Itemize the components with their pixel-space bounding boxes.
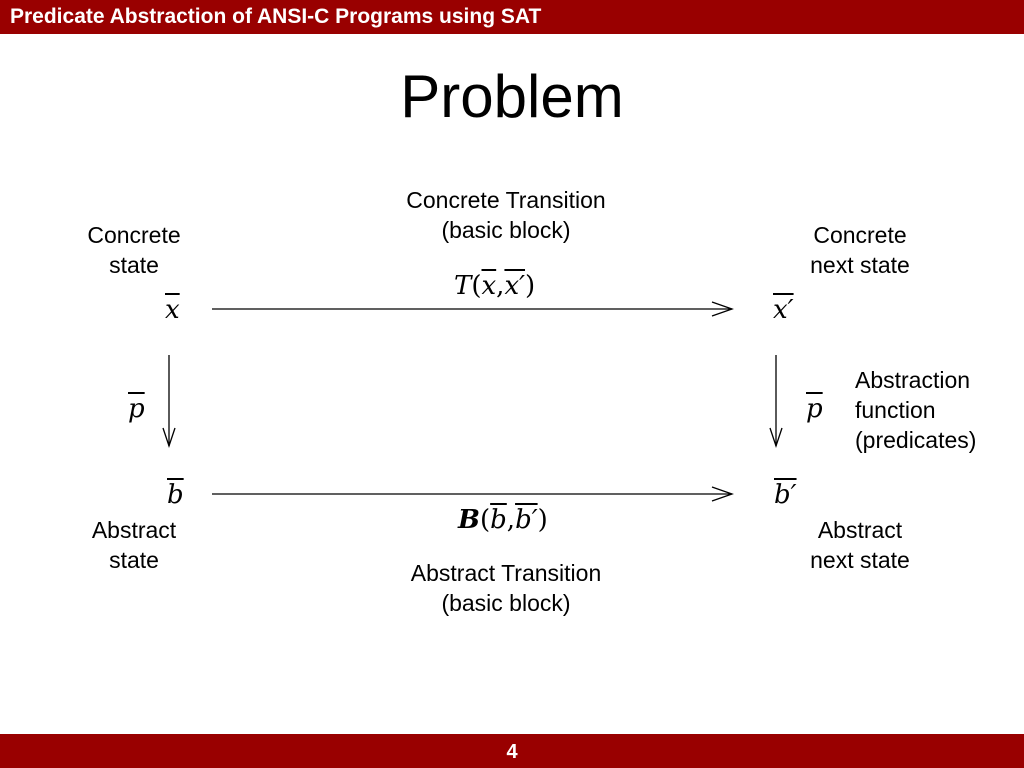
concrete-transition-arrow (212, 301, 734, 317)
abstract-state-symbol: b (167, 480, 184, 510)
abstraction-predicate-right-symbol: p (806, 394, 823, 424)
abstraction-function-label: Abstraction function (predicates) (855, 367, 977, 453)
abstract-next-state-symbol: b′ (774, 480, 797, 510)
right-abstraction-arrow (769, 355, 783, 449)
abstract-next-state-label: Abstract next state (810, 517, 910, 573)
concrete-next-state-label: Concrete next state (810, 222, 910, 278)
concrete-transition-label: Concrete Transition (basic block) (406, 187, 606, 243)
concrete-next-state-symbol: x′ (773, 295, 794, 325)
concrete-transition-formula: T(x,x′) (454, 271, 536, 301)
slide-title: Problem (400, 63, 624, 130)
abstract-transition-formula: B(b,b′) (458, 505, 548, 535)
left-abstraction-arrow (162, 355, 176, 449)
page-number: 4 (506, 741, 518, 763)
abstract-transition-arrow (212, 486, 734, 502)
abstract-state-label: Abstract state (91, 517, 177, 573)
concrete-state-symbol: x (165, 295, 180, 325)
concrete-state-label: Concrete state (87, 222, 181, 278)
presentation-title: Predicate Abstraction of ANSI-C Programs… (10, 5, 542, 28)
abstract-transition-label: Abstract Transition (basic block) (410, 560, 602, 616)
abstraction-predicate-left-symbol: p (128, 394, 145, 424)
footer-bar: 4 (0, 734, 1024, 768)
header-bar: Predicate Abstraction of ANSI-C Programs… (0, 0, 1024, 34)
